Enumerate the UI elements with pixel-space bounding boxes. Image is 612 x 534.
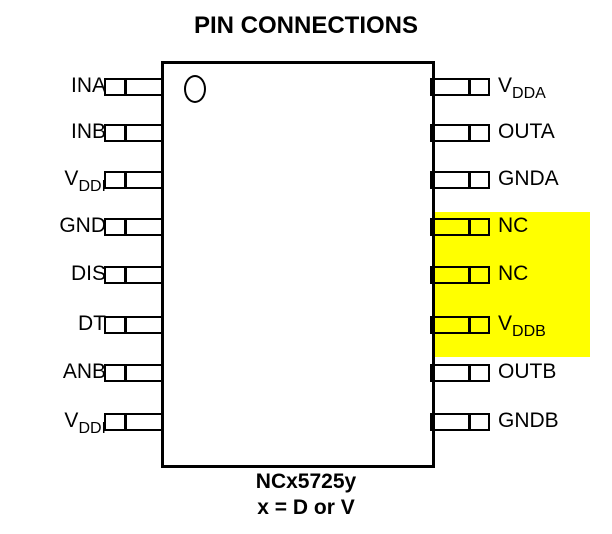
right-pin-16 (430, 77, 490, 96)
left-pin-label-2: INB (70, 120, 106, 143)
left-pin-label-5: DIS (70, 262, 106, 285)
right-pin-label-13: NC (498, 214, 529, 237)
left-pin-label-4: GND (59, 214, 106, 237)
left-pin-5 (104, 265, 163, 284)
right-pin-label-11: VDDB (498, 312, 546, 340)
right-pin-label-14: GNDA (498, 167, 559, 190)
right-pin-15 (430, 123, 490, 142)
right-pin-label-12: NC (498, 262, 529, 285)
right-pin-label-15: OUTA (498, 120, 555, 143)
left-pin-7 (104, 363, 163, 382)
part-variant-note: x = D or V (257, 496, 355, 519)
right-pin-11 (430, 315, 490, 334)
left-pin-label-1: INA (70, 74, 106, 97)
right-pin-14 (430, 170, 490, 189)
left-pin-6 (104, 315, 163, 334)
diagram-title: PIN CONNECTIONS (193, 12, 418, 39)
left-pin-label-8: VDDI (64, 409, 106, 437)
ic-package-body (161, 61, 435, 468)
left-pin-label-6: DT (78, 312, 106, 335)
pin1-indicator-dot (184, 75, 206, 103)
left-pin-3 (104, 170, 163, 189)
right-pin-label-10: OUTB (498, 360, 557, 383)
left-pin-4 (104, 217, 163, 236)
right-pin-10 (430, 363, 490, 382)
right-pin-9 (430, 412, 490, 431)
part-number: NCx5725y (255, 470, 357, 493)
left-pin-label-3: VDDI (64, 167, 106, 195)
left-pin-8 (104, 412, 163, 431)
right-pin-13 (430, 217, 490, 236)
left-pin-1 (104, 77, 163, 96)
left-pin-label-7: ANB (62, 360, 106, 383)
left-pin-2 (104, 123, 163, 142)
right-pin-label-16: VDDA (498, 74, 546, 102)
right-pin-12 (430, 265, 490, 284)
right-pin-label-9: GNDB (498, 409, 559, 432)
